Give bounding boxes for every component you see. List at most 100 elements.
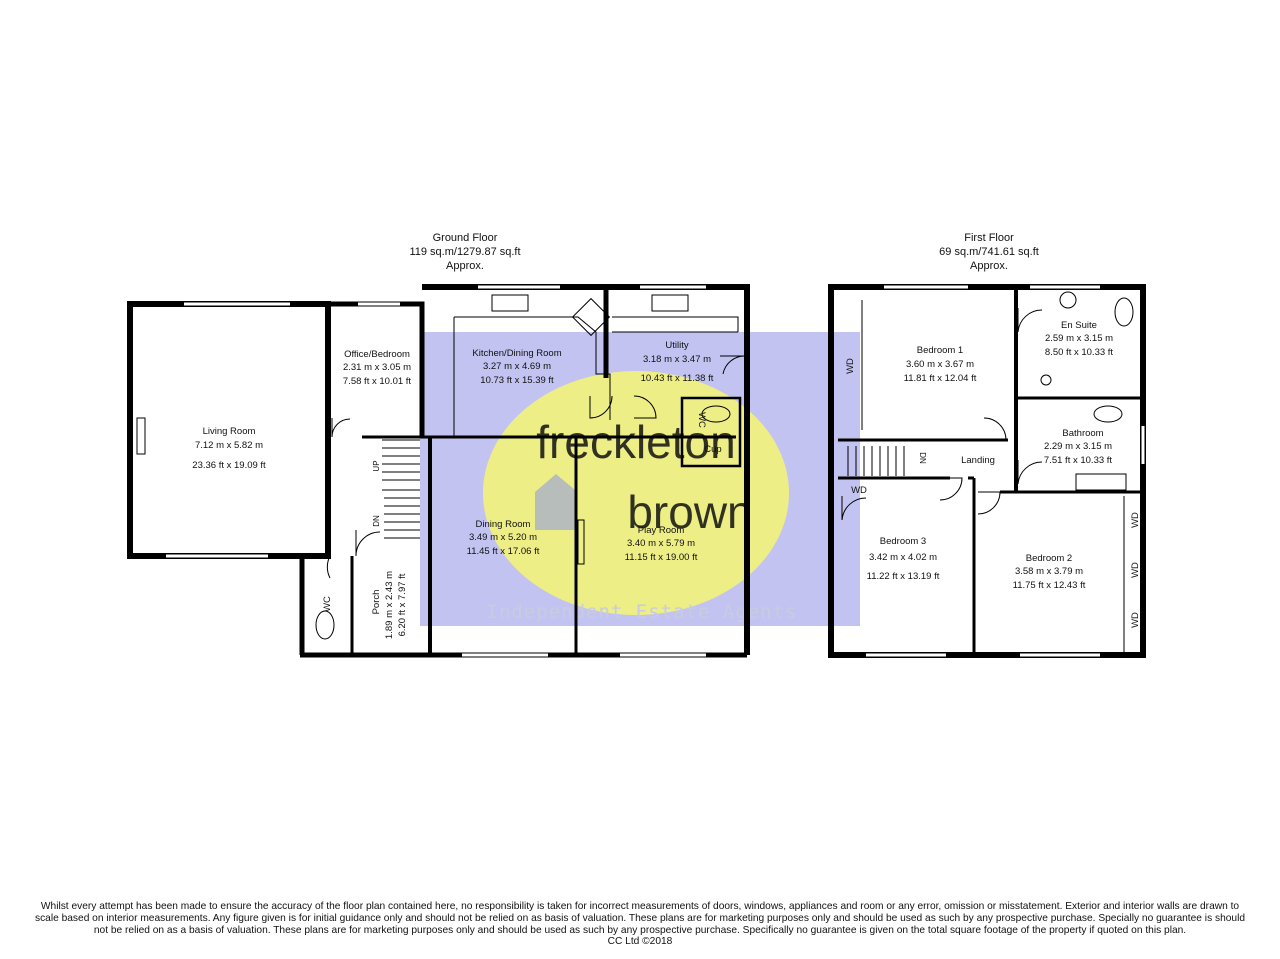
ensuite-name: En Suite — [1061, 320, 1097, 331]
watermark-line2: brown — [627, 486, 752, 538]
bathroom-imperial: 7.51 ft x 10.33 ft — [1044, 455, 1112, 466]
office-name: Office/Bedroom — [344, 349, 410, 360]
shower-ensuite — [1040, 374, 1052, 386]
stairs-dn-label: DN — [372, 515, 381, 527]
first-floor-area: 69 sq.m/741.61 sq.ft — [939, 246, 1039, 258]
bed2-metric: 3.58 m x 3.79 m — [1015, 566, 1083, 577]
porch-labels: Porch 1.89 m x 2.43 m 6.20 ft x 7.97 ft … — [371, 460, 408, 639]
first-floor-labels: Bedroom 1 3.60 m x 3.67 m 11.81 ft x 12.… — [845, 320, 1141, 628]
bathroom-metric: 2.29 m x 3.15 m — [1044, 441, 1112, 452]
wd-bed2-top-label: WD — [1130, 512, 1141, 528]
stairs-dn-first-label: DN — [918, 452, 927, 464]
toilet-utility — [701, 405, 731, 423]
toilet-bathroom — [1093, 405, 1123, 423]
living-fireplace — [136, 417, 146, 455]
door-wd — [841, 496, 867, 521]
office-imperial: 7.58 ft x 10.01 ft — [343, 376, 411, 387]
ensuite-metric: 2.59 m x 3.15 m — [1045, 333, 1113, 344]
wc-label: WC — [322, 596, 333, 612]
kitchen-imperial: 10.73 ft x 15.39 ft — [480, 375, 554, 386]
door-bed2 — [977, 491, 1001, 515]
dining-metric: 3.49 m x 5.20 m — [469, 532, 537, 543]
bed3-name: Bedroom 3 — [880, 536, 926, 547]
play-imperial: 11.15 ft x 19.00 ft — [625, 552, 698, 563]
door-play — [633, 395, 657, 419]
disclaimer-line1: Whilst every attempt has been made to en… — [40, 901, 1240, 912]
basin-ensuite — [1059, 291, 1077, 309]
toilet-ground — [315, 610, 335, 640]
watermark: freckleton brown Independent Estate Agen… — [420, 332, 860, 626]
utility-sink — [651, 294, 689, 312]
windows-ground — [166, 285, 706, 657]
kitchen-sink — [491, 294, 529, 312]
kitchen-metric: 3.27 m x 4.69 m — [483, 361, 551, 372]
radiator — [577, 519, 585, 565]
utility-metric: 3.18 m x 3.47 m — [643, 354, 711, 365]
dining-imperial: 11.45 ft x 17.06 ft — [467, 546, 540, 557]
bed1-metric: 3.60 m x 3.67 m — [906, 359, 974, 370]
ground-floor-labels: Living Room 7.12 m x 5.82 m 23.36 ft x 1… — [192, 340, 721, 612]
bed1-name: Bedroom 1 — [917, 345, 963, 356]
door-utility — [720, 355, 746, 375]
cup-label: Cup — [704, 444, 721, 455]
office-metric: 2.31 m x 3.05 m — [343, 362, 411, 373]
stairs-first — [847, 446, 905, 476]
porch-imperial: 6.20 ft x 7.97 ft — [397, 573, 408, 636]
windows-first — [866, 285, 1145, 657]
play-metric: 3.40 m x 5.79 m — [627, 538, 695, 549]
porch-metric: 1.89 m x 2.43 m — [384, 571, 395, 639]
door-porch — [355, 530, 381, 557]
ground-floor-walls — [127, 284, 750, 658]
door-bed1 — [983, 417, 1007, 441]
kitchen-name: Kitchen/Dining Room — [472, 348, 561, 359]
utility-wc-label: WC — [696, 412, 707, 428]
watermark-house-icon — [535, 474, 575, 530]
porch-name: Porch — [371, 590, 382, 615]
living-room-name: Living Room — [203, 426, 256, 437]
bed3-imperial: 11.22 ft x 13.19 ft — [867, 571, 940, 582]
watermark-line1: freckleton — [536, 416, 735, 468]
first-floor-approx: Approx. — [970, 260, 1008, 272]
first-floor-walls — [828, 284, 1146, 658]
bed2-imperial: 11.75 ft x 12.43 ft — [1013, 580, 1086, 591]
watermark-circle — [483, 371, 789, 615]
disclaimer-copyright: CC Ltd ©2018 — [607, 936, 673, 948]
bed3-metric: 3.42 m x 4.02 m — [869, 552, 937, 563]
bed2-name: Bedroom 2 — [1026, 553, 1072, 564]
bath — [1075, 473, 1127, 491]
ground-floor-approx: Approx. — [446, 260, 484, 272]
disclaimer-line2: scale based on interior measurements. An… — [34, 912, 1246, 924]
kitchen-counter — [453, 316, 611, 437]
door-kitchen — [589, 395, 613, 419]
bed1-imperial: 11.81 ft x 12.04 ft — [904, 373, 977, 384]
utility-wc-box — [680, 396, 742, 468]
disclaimer: Whilst every attempt has been made to en… — [10, 901, 1270, 948]
ensuite-imperial: 8.50 ft x 10.33 ft — [1045, 347, 1113, 358]
door-bathroom — [1017, 460, 1043, 485]
first-floor-title: First Floor — [964, 232, 1014, 244]
toilet-ensuite — [1114, 297, 1134, 327]
ground-floor-title: Ground Floor — [433, 232, 498, 244]
dining-name: Dining Room — [476, 519, 531, 530]
wd-bed1-label: WD — [845, 358, 856, 374]
wd-bed2-bottom-label: WD — [1130, 612, 1141, 628]
watermark-tagline: Independent Estate Agents — [487, 601, 798, 623]
door-wc — [306, 555, 331, 579]
play-name: Play Room — [638, 525, 685, 536]
living-room-imperial: 23.36 ft x 19.09 ft — [192, 460, 266, 471]
utility-name: Utility — [665, 340, 688, 351]
kitchen-hob — [571, 297, 611, 337]
wd-landing-label: WD — [851, 485, 867, 496]
stairs-up-label: UP — [372, 460, 381, 471]
utility-counter — [612, 316, 739, 333]
disclaimer-line3: not be relied on as a basis of valuation… — [93, 924, 1187, 936]
door-bed3 — [939, 477, 963, 501]
wd-bed2-mid-label: WD — [1130, 562, 1141, 578]
bathroom-name: Bathroom — [1062, 428, 1103, 439]
living-room-metric: 7.12 m x 5.82 m — [195, 440, 263, 451]
ground-floor-area: 119 sq.m/1279.87 sq.ft — [409, 246, 520, 258]
door-ensuite — [1017, 308, 1043, 333]
landing-name: Landing — [961, 455, 995, 466]
stairs-ground — [382, 439, 420, 539]
